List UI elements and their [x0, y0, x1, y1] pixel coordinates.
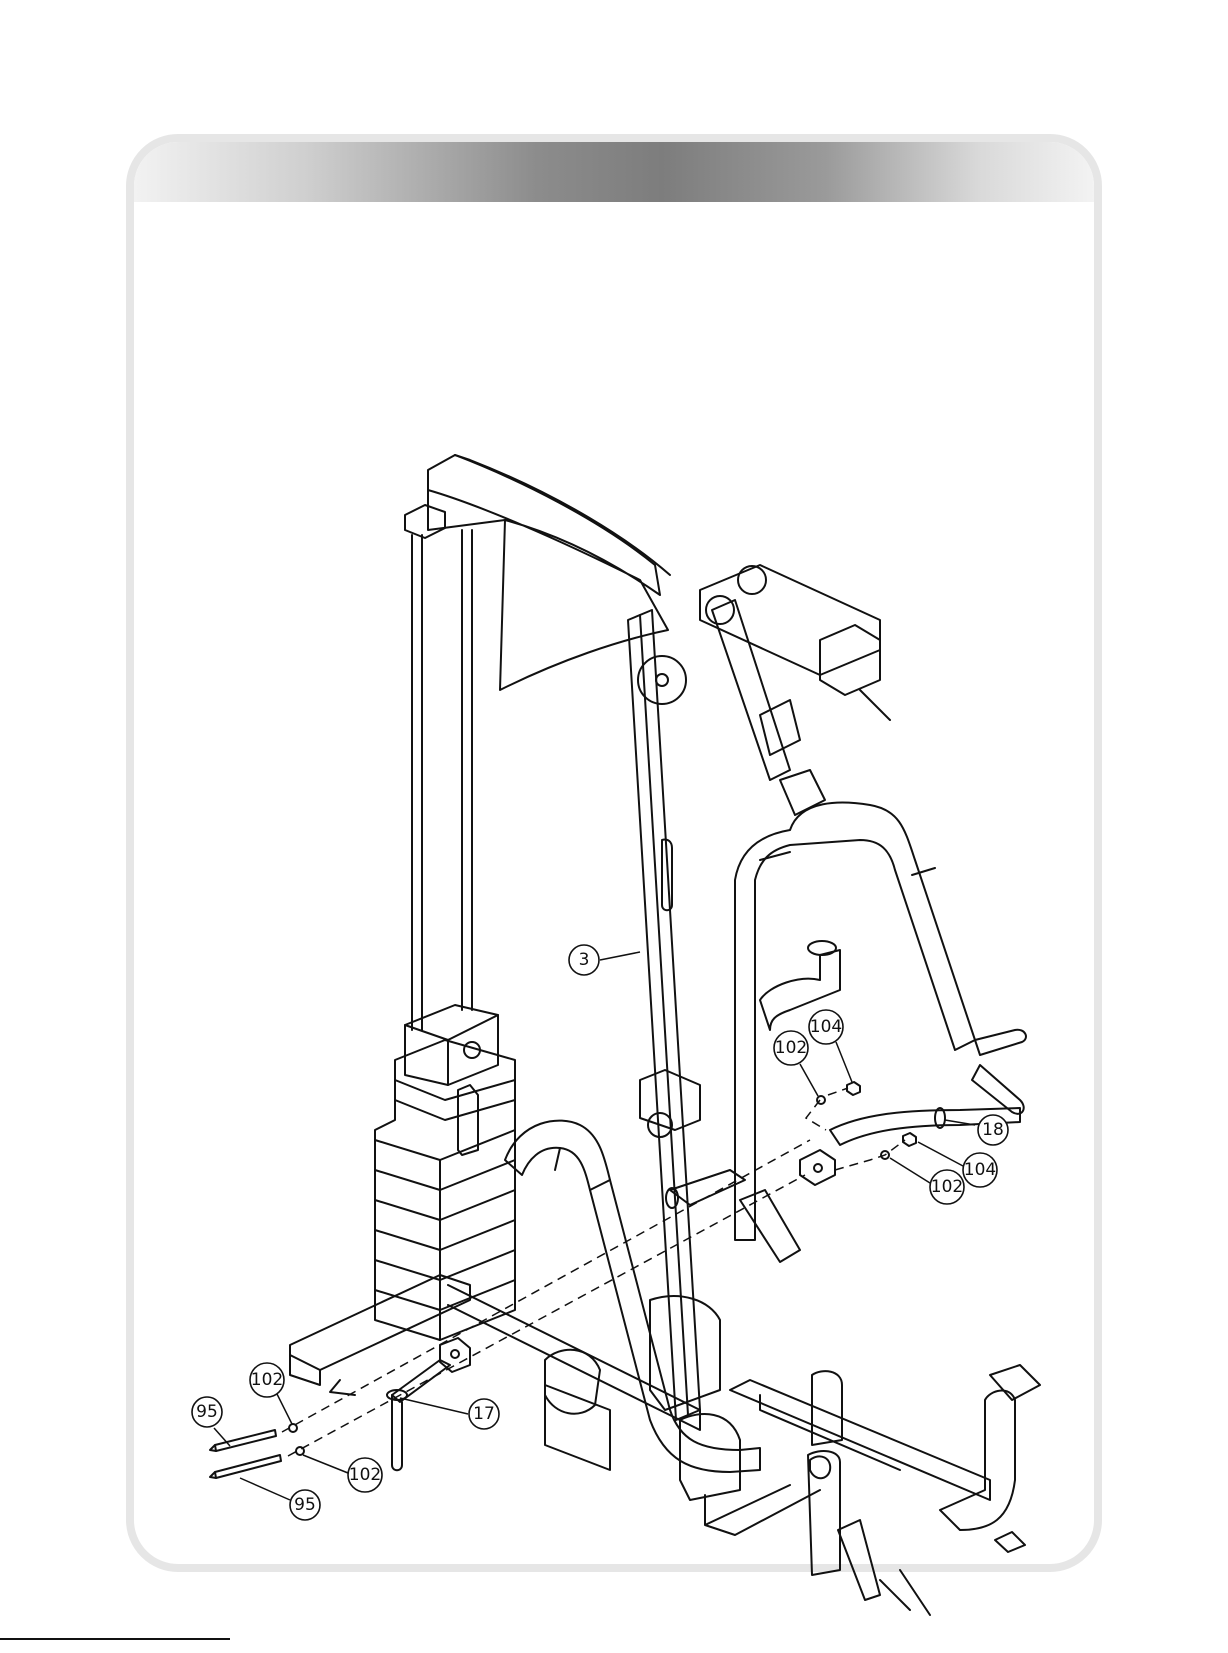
- callout-label: 102: [251, 1370, 283, 1390]
- front-foot-tube: [940, 1391, 1015, 1530]
- callout-104: 104: [963, 1153, 997, 1187]
- callout-3: 3: [569, 945, 599, 975]
- callout-label: 102: [775, 1038, 807, 1058]
- mount-plate-right: [800, 1150, 835, 1185]
- callout-label: 3: [579, 950, 590, 970]
- nut-104-lower: [903, 1133, 916, 1146]
- callout-18: 18: [978, 1115, 1008, 1145]
- mount-plate-left: [440, 1338, 470, 1372]
- machine-drawing: [210, 455, 1040, 1615]
- callout-label: 104: [810, 1017, 842, 1037]
- callout-102: 102: [774, 1031, 808, 1065]
- guide-rod-cap: [405, 505, 445, 538]
- callout-102: 102: [930, 1170, 964, 1204]
- nut-104-upper: [847, 1082, 860, 1095]
- leader-lines: [214, 952, 975, 1500]
- callout-104: 104: [809, 1010, 843, 1044]
- footer-rule: [0, 1638, 230, 1640]
- weight-stack-top-plate: [405, 1005, 498, 1085]
- seat-post: [808, 1451, 840, 1575]
- callout-label: 95: [294, 1495, 316, 1515]
- frame-bracket-left: [545, 1385, 610, 1470]
- pin-95-lower: [215, 1455, 281, 1478]
- callout-label: 104: [964, 1160, 996, 1180]
- callout-label: 18: [982, 1120, 1004, 1140]
- base-frame-front: [730, 1380, 990, 1500]
- pulley-top: [638, 656, 686, 704]
- top-plate: [428, 455, 668, 690]
- callout-102: 102: [348, 1458, 382, 1492]
- callout-102: 102: [250, 1363, 284, 1397]
- callout-95: 95: [290, 1490, 320, 1520]
- link-arm: [712, 600, 790, 780]
- handle-grip-right: [975, 1030, 1026, 1055]
- callout-label: 102: [349, 1465, 381, 1485]
- callout-label: 17: [473, 1404, 495, 1424]
- press-arm-top: [700, 565, 880, 675]
- callout-95: 95: [192, 1397, 222, 1427]
- front-pad-base: [680, 1414, 740, 1500]
- seat-tube: [670, 1170, 745, 1205]
- callout-label: 102: [931, 1177, 963, 1197]
- callout-label: 95: [196, 1402, 218, 1422]
- knob-front: [810, 1456, 830, 1478]
- leg-pad-left: [545, 1350, 600, 1414]
- callout-17: 17: [469, 1399, 499, 1429]
- handle-grip-lower: [972, 1065, 1024, 1114]
